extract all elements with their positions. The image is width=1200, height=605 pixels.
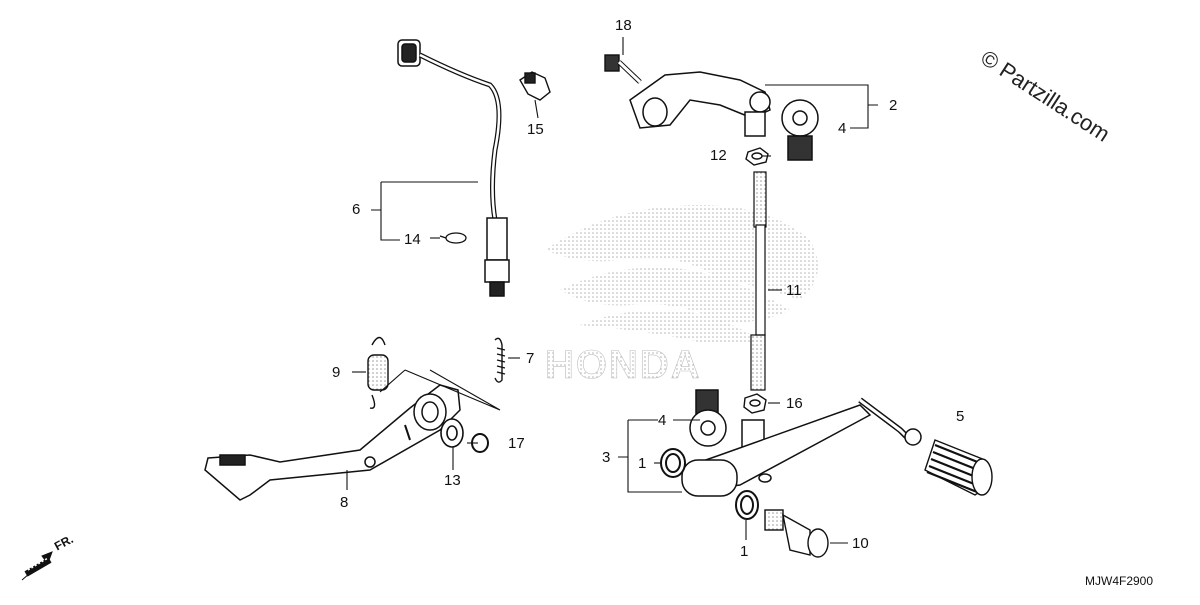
part-1-dust-seal-upper <box>660 448 686 478</box>
part-8-brake-pedal <box>204 384 461 501</box>
callout-3: 3 <box>602 449 611 466</box>
part-11-shift-rod <box>750 171 767 391</box>
part-4-lower-rod-end <box>689 389 727 447</box>
callout-14: 14 <box>404 231 421 248</box>
part-18-bolt <box>604 54 642 84</box>
part-6-cable <box>397 39 510 297</box>
callout-13: 13 <box>444 472 461 489</box>
callout-12: 12 <box>710 147 727 164</box>
part-15-clamp <box>519 71 551 101</box>
honda-logo-text: HONDA <box>545 343 702 387</box>
callout-1-upper: 1 <box>638 455 647 472</box>
part-7-switch-spring <box>494 337 506 383</box>
callout-9: 9 <box>332 364 341 381</box>
front-arrow-icon <box>21 551 53 581</box>
part-5-peg-rubber <box>924 439 993 496</box>
callout-5: 5 <box>956 408 965 425</box>
callout-15: 15 <box>527 121 544 138</box>
part-10-pivot-bolt <box>764 509 829 558</box>
callout-6: 6 <box>352 201 361 218</box>
part-3-gearshift-pedal <box>681 397 922 497</box>
callout-11: 11 <box>786 282 802 299</box>
callout-4-upper: 4 <box>838 120 847 137</box>
part-1-dust-seal-lower <box>735 490 759 520</box>
part-13-washer <box>440 418 464 448</box>
callout-2: 2 <box>889 97 898 114</box>
part-14-clip <box>439 232 467 244</box>
callout-8: 8 <box>340 494 349 511</box>
part-9-return-spring <box>367 336 389 409</box>
part-4-upper-rod-end <box>781 99 819 161</box>
honda-wing-logo: HONDA <box>545 205 818 387</box>
part-2-shift-link-arm <box>629 71 771 137</box>
callout-17: 17 <box>508 435 525 452</box>
callout-1-lower: 1 <box>740 543 749 560</box>
part-16-nut <box>743 393 767 414</box>
leader-lines <box>346 37 878 544</box>
part-12-nut <box>745 147 769 166</box>
callout-18: 18 <box>615 17 632 34</box>
callout-4-lower: 4 <box>658 412 667 429</box>
callout-16: 16 <box>786 395 803 412</box>
callout-10: 10 <box>852 535 869 552</box>
diagram-code: MJW4F2900 <box>1085 574 1154 588</box>
callout-7: 7 <box>526 350 535 367</box>
